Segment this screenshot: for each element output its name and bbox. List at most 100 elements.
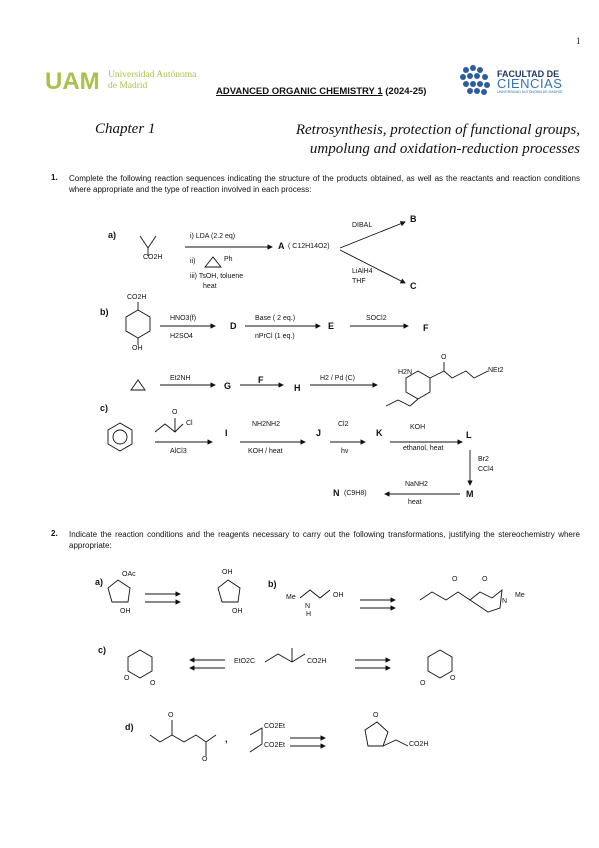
uam-logo-text: UAM: [45, 68, 100, 92]
benzene-ring-1c: [107, 422, 133, 452]
q2a-oh: OH: [120, 608, 131, 615]
product-g: G: [224, 381, 232, 391]
product-h2n: H2N: [398, 369, 413, 376]
lactone-left: [127, 649, 153, 679]
cyclopentene-product: [217, 579, 241, 603]
course-name: ADVANCED ORGANIC CHEMISTRY 1: [216, 86, 383, 97]
q1b-label: b): [100, 307, 109, 317]
br2-label: Br2: [478, 456, 489, 463]
heat-label: heat: [408, 499, 422, 506]
product-i: I: [225, 428, 228, 438]
product-m: M: [466, 489, 474, 499]
q2c-label: c): [98, 645, 107, 655]
nprcl-label: nPrCl (1 eq.): [255, 333, 295, 340]
q2d-co2h: CO2H: [409, 741, 429, 748]
university-line2: de Madrid: [108, 81, 148, 91]
hno3-label: HNO3(f): [170, 315, 197, 322]
nh2nh2-label: NH2NH2: [252, 421, 281, 428]
product-h: H: [294, 383, 301, 393]
cl2-label: Cl2: [338, 421, 349, 428]
lialh4-label: LiAlH4: [352, 268, 373, 275]
q1b-oh: OH: [132, 345, 143, 352]
q1a-cond-3b: heat: [203, 283, 217, 290]
q2b-label: b): [268, 579, 277, 589]
epoxide-start: [130, 379, 146, 391]
product-b: B: [410, 214, 417, 224]
alcl3-label: AlCl3: [170, 448, 187, 455]
q2d-o2: O: [202, 756, 208, 763]
product-a-formula: ( C12H14O2): [288, 243, 330, 250]
base-label: Base ( 2 eq.): [255, 315, 296, 322]
reagent-f: F: [258, 375, 264, 385]
q2d-o1: O: [168, 712, 174, 719]
q1a-cond-2-ph: Ph: [224, 256, 233, 263]
q1c-label: c): [100, 403, 109, 413]
q2b-n: N: [305, 603, 311, 610]
product-k: K: [376, 428, 383, 438]
q1a-cond-3: iii) TsOH, toluene: [190, 273, 244, 280]
q1a-cond-2: ii): [190, 258, 196, 265]
q2b-me: Me: [286, 594, 296, 601]
product-l: L: [466, 430, 472, 440]
q2b-lactam-o: O: [482, 576, 488, 583]
course-title: ADVANCED ORGANIC CHEMISTRY 1 (2024-25): [216, 86, 426, 97]
product-e: E: [328, 321, 335, 331]
faculty-logo-icon: [460, 65, 490, 95]
q2b-lactam-n: N: [502, 598, 508, 605]
university-line1: Universidad Autónoma: [108, 70, 197, 80]
chapter-label: Chapter 1: [95, 121, 156, 137]
q2b-lactam-me: Me: [515, 592, 525, 599]
chapter-title: Retrosynthesis, protection of functional…: [295, 122, 580, 157]
socl2-label: SOCl2: [366, 315, 387, 322]
q2d-co2et1: CO2Et: [264, 723, 286, 730]
hv-label: hv: [341, 448, 349, 455]
q1a-cond-1: i) LDA (2.2 eq): [190, 233, 236, 240]
q2a-label: a): [95, 577, 104, 587]
q2a-product-oh2: OH: [232, 608, 243, 615]
h2pd-label: H2 / Pd (C): [320, 375, 356, 382]
thf-label: THF: [352, 278, 366, 285]
arrow-to-b: [339, 221, 406, 249]
product-j: J: [316, 428, 322, 438]
question2-number: 2.: [51, 529, 58, 538]
acyl-o: O: [172, 409, 178, 416]
product-f: F: [423, 323, 429, 333]
question2-text: Indicate the reaction conditions and the…: [69, 530, 580, 550]
q2c-left-carbonyl-o: O: [150, 680, 156, 687]
faculty-name: FACULTAD DE CIENCIAS UNIVERSIDAD AUTÓNOM…: [497, 70, 562, 97]
pyrrolidinone: [469, 588, 503, 613]
q1b-co2h: CO2H: [127, 294, 147, 301]
product-c: C: [410, 281, 417, 291]
q2d-ketone-o: O: [373, 712, 379, 719]
page-number: 1: [576, 36, 581, 46]
product-net2: NEt2: [488, 367, 504, 374]
q2c-eto2c: EtO2C: [234, 658, 256, 665]
dibal-label: DIBAL: [352, 222, 373, 229]
arrow-to-c: [339, 249, 406, 284]
faculty-line1: FACULTAD DE: [497, 69, 560, 79]
q2b-h: H: [306, 611, 312, 618]
product-a: A: [278, 241, 285, 251]
uam-logo: UAM: [45, 68, 100, 92]
q2b-oh: OH: [333, 592, 344, 599]
h2so4-label: H2SO4: [170, 333, 193, 340]
q2c-right-carbonyl-o: O: [420, 680, 426, 687]
product-n-formula: (C9H8): [344, 490, 367, 497]
q2b-ester-o: O: [452, 576, 458, 583]
question1-number: 1.: [51, 173, 58, 182]
epoxide-icon: [204, 256, 222, 268]
q2d-label: d): [125, 722, 134, 732]
et2nh-label: Et2NH: [170, 375, 191, 382]
isobutyric-acid-skeleton: [139, 235, 157, 256]
question1-text: Complete the following reaction sequence…: [69, 174, 580, 194]
q2c-right-ring-o: O: [450, 675, 456, 682]
university-name: Universidad Autónoma de Madrid: [108, 70, 196, 92]
diketone: [149, 720, 217, 756]
ethanol-heat-label: ethanol, heat: [403, 445, 444, 452]
ccl4-label: CCl4: [478, 466, 494, 473]
faculty-line2: CIENCIAS: [497, 76, 563, 91]
q2c-co2h: CO2H: [307, 658, 327, 665]
lactone-right: [427, 649, 453, 679]
benzene-ring-1b: [125, 309, 151, 339]
cyclopentene-start: [107, 579, 131, 603]
